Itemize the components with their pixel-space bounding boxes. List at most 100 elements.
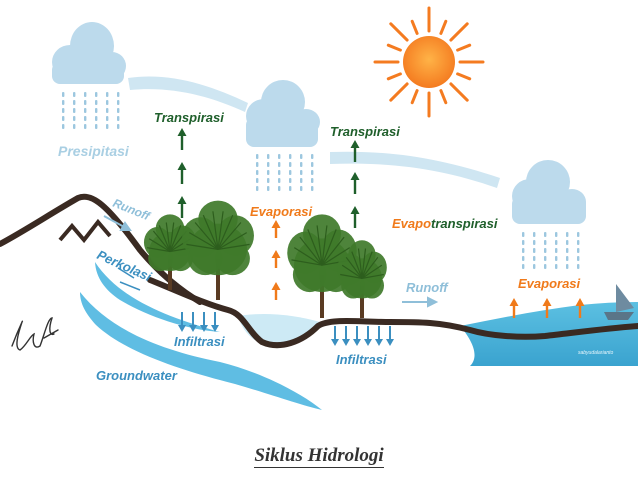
rain-drop	[256, 162, 259, 167]
rain-drop	[62, 108, 65, 113]
rain-drop	[278, 170, 281, 175]
infiltration-arrow	[353, 326, 361, 346]
rain-drop	[95, 116, 98, 121]
rain-drop	[95, 124, 98, 129]
rain-drop	[95, 108, 98, 113]
sun-ray	[410, 19, 419, 35]
rain-drop	[106, 108, 109, 113]
sun-ray	[410, 89, 419, 105]
rain-drop	[522, 240, 525, 245]
rain-drop	[544, 232, 547, 237]
label-evaporasi-center: Evaporasi	[250, 204, 313, 219]
rain-drop	[289, 186, 292, 191]
infiltration-arrow	[211, 312, 219, 332]
sun-ray	[386, 43, 402, 52]
label-presipitasi: Presipitasi	[58, 143, 130, 159]
sun-ray	[456, 43, 472, 52]
rain-drop	[289, 170, 292, 175]
rain-drop	[62, 116, 65, 121]
rain-drop	[267, 162, 270, 167]
rain-drop	[84, 116, 87, 121]
rain-drop	[522, 248, 525, 253]
rain-drop	[278, 162, 281, 167]
label-runoff-right: Runoff	[406, 280, 449, 295]
cloud-icon-left	[52, 22, 126, 84]
sun-icon	[373, 6, 485, 118]
rain-drop	[84, 124, 87, 129]
rain-drop	[256, 178, 259, 183]
rain-drop	[555, 232, 558, 237]
rain-drop	[84, 92, 87, 97]
rain-drop	[267, 170, 270, 175]
rain-drop	[522, 264, 525, 269]
rain-drop	[84, 100, 87, 105]
rain-drop	[555, 264, 558, 269]
rain-drop	[95, 92, 98, 97]
rain-drop	[117, 92, 120, 97]
runoff-arrow-right	[402, 296, 439, 308]
rain-drop	[106, 124, 109, 129]
cloud-icon-right	[512, 160, 586, 224]
evaporation-arrow	[271, 250, 281, 268]
watermark: sabyudalarianto	[578, 350, 614, 356]
sun-ray	[449, 22, 469, 42]
boat-icon	[604, 284, 634, 320]
infiltration-arrow	[386, 326, 394, 346]
evaporation-arrow	[542, 298, 552, 318]
runoff-arrow-left	[103, 215, 132, 231]
rain-drop	[566, 232, 569, 237]
evaporation-arrow	[509, 298, 519, 318]
rain-drop	[555, 240, 558, 245]
sun-ray	[386, 72, 402, 81]
infiltration-arrow	[189, 312, 197, 332]
rain-drop	[555, 248, 558, 253]
rain-drop	[278, 154, 281, 159]
rain-drop	[117, 124, 120, 129]
evaporation-arrow	[271, 282, 281, 300]
rain-drop	[289, 178, 292, 183]
diagram-title-text: Siklus Hidrologi	[254, 445, 384, 468]
rain-drop	[73, 116, 76, 121]
sun-ray	[456, 72, 472, 81]
rain-drop	[117, 100, 120, 105]
sun-ray	[439, 89, 448, 105]
rain-drop	[577, 240, 580, 245]
evaporation-arrow	[575, 298, 585, 318]
ground-line	[147, 277, 638, 349]
tree-icon	[182, 200, 254, 300]
label-transpirasi-right: Transpirasi	[330, 124, 400, 139]
label-transpirasi-left: Transpirasi	[154, 110, 224, 125]
rain-drop	[555, 256, 558, 261]
rain-drop	[566, 248, 569, 253]
rain-drop	[106, 116, 109, 121]
transpiration-arrow	[177, 196, 187, 218]
rain-drop	[544, 240, 547, 245]
infiltration-arrow	[331, 326, 339, 346]
rain-drop	[566, 256, 569, 261]
percolation-band	[95, 262, 220, 332]
rain-drop	[300, 154, 303, 159]
rain-drop	[544, 248, 547, 253]
rain-drop	[300, 162, 303, 167]
rain-drop	[522, 232, 525, 237]
rain-drop	[73, 100, 76, 105]
rain-drop	[62, 92, 65, 97]
rain-drop	[566, 240, 569, 245]
rain-drop	[117, 116, 120, 121]
rain-drop	[117, 108, 120, 113]
sun-ray	[449, 82, 469, 102]
evaporation-arrow	[271, 220, 281, 238]
rain-drop	[311, 186, 314, 191]
infiltration-arrow	[375, 326, 383, 346]
rain-drop	[62, 124, 65, 129]
rain-drop	[544, 256, 547, 261]
rain-drop	[577, 232, 580, 237]
rain-drop	[73, 124, 76, 129]
label-infiltrasi-left: Infiltrasi	[174, 334, 225, 349]
sun-ray	[389, 22, 409, 42]
rain-drop	[289, 154, 292, 159]
trees	[143, 200, 387, 318]
transpiration-arrow	[350, 172, 360, 194]
